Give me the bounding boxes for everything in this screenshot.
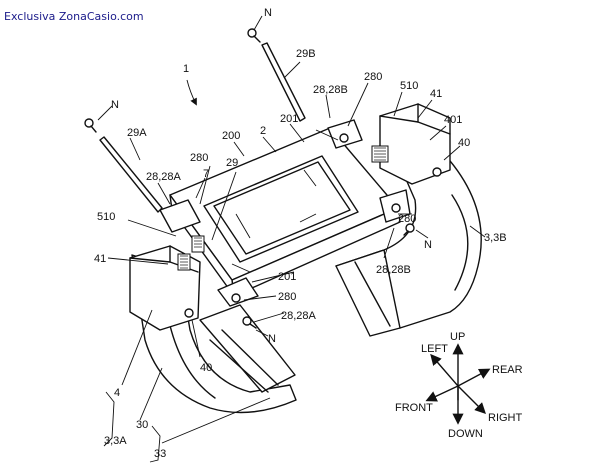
leader-lines [97,15,486,463]
label-280-top: 280 [364,71,382,83]
label-down: DOWN [448,428,483,440]
pin-29a [99,136,163,213]
label-201-top: 201 [280,113,298,125]
label-2: 2 [260,125,266,137]
label-41-left: 41 [94,253,106,265]
label-30: 30 [136,419,148,431]
label-29b: 29B [296,48,316,60]
right-block-41 [371,103,451,185]
label-left: LEFT [421,343,448,355]
label-40-left: 40 [200,362,212,374]
label-29: 29 [226,157,238,169]
label-510-left: 510 [97,211,115,223]
label-right: RIGHT [488,412,523,424]
label-28b-top: 28,28B [313,84,348,96]
label-41-right: 41 [430,88,442,100]
screw-n-mid-right [403,223,415,236]
label-33: 33 [154,448,166,460]
label-3b: 3,3B [484,232,507,244]
label-401: 401 [444,114,462,126]
pin-29b [261,42,306,122]
label-28a-left: 28,28A [146,171,182,183]
label-280-bottom: 280 [278,291,296,303]
band-3b [335,154,482,337]
label-rear: REAR [492,364,523,376]
screw-n-bottom [242,316,257,329]
screw-n-left [84,118,97,133]
watermark-text: Exclusiva ZonaCasio.com [4,10,144,23]
main-body-2 [159,119,411,307]
label-n-left: N [111,99,119,111]
figure-number-arrow [186,79,197,106]
label-4: 4 [114,387,120,399]
label-200: 200 [222,130,240,142]
label-7: 7 [203,168,209,180]
label-29a: 29A [127,127,147,139]
figure-number: 1 [183,63,189,75]
label-280-left: 280 [190,152,208,164]
label-28b-bottom: 28,28B [376,264,411,276]
label-front: FRONT [395,402,433,414]
screw-n-top [247,28,261,43]
label-201-bottom: 201 [278,271,296,283]
label-n-mid-right: N [424,239,432,251]
label-n-top: N [264,7,272,19]
label-up: UP [450,331,465,343]
left-block-41 [129,245,201,331]
label-40-right: 40 [458,137,470,149]
label-28a-bottom: 28,28A [281,310,317,322]
label-280-mid: 280 [398,213,416,225]
direction-compass [425,343,491,425]
label-510-right: 510 [400,80,418,92]
label-n-bottom: N [268,333,276,345]
label-3a: 3,3A [104,435,127,447]
